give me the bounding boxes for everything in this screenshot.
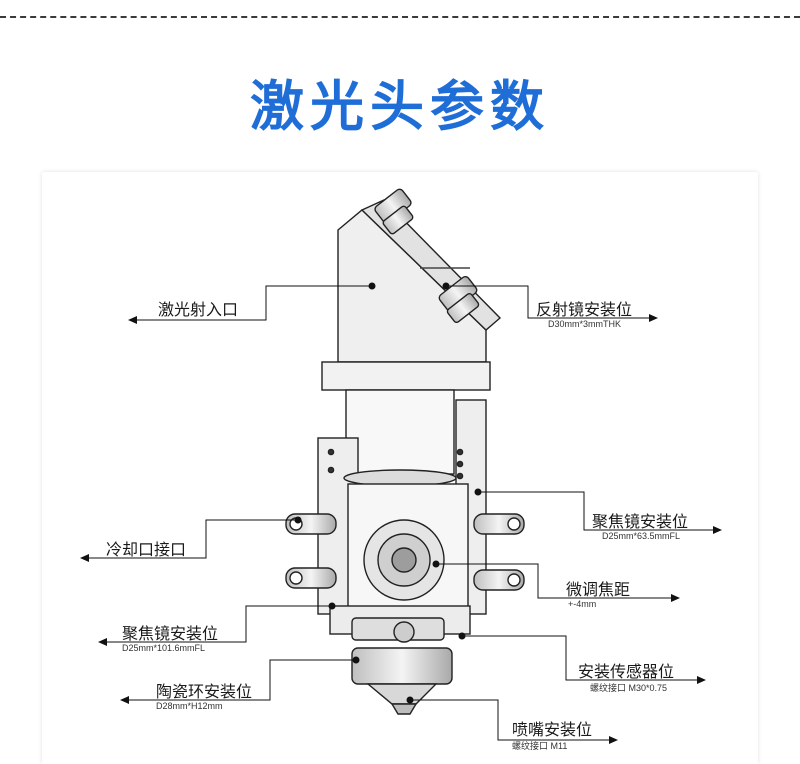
leader-dots (294, 282, 482, 704)
label-focus-mount-lower: 聚焦镜安装位 (122, 624, 219, 643)
label-mirror-mount: 反射镜安装位 (536, 300, 633, 319)
label-nozzle-mount: 喷嘴安装位 (512, 720, 593, 739)
spec-sensor-mount: 螺纹接口 M30*0.75 (590, 683, 668, 693)
page-title: 激光头参数 (250, 75, 550, 138)
spec-focus-mount-upper: D25mm*63.5mmFL (602, 531, 681, 541)
label-cooling-port: 冷却口接口 (106, 540, 187, 559)
label-sensor-mount: 安装传感器位 (578, 662, 675, 681)
label-micro-focus: 微调焦距 (566, 580, 631, 599)
leader-arrowheads (80, 314, 722, 744)
laser-head-device (285, 188, 525, 715)
spec-ceramic-ring-mount: D28mm*H12mm (156, 701, 223, 711)
label-focus-mount-upper: 聚焦镜安装位 (592, 512, 689, 531)
spec-nozzle-mount: 螺纹接口 M11 (512, 741, 568, 751)
spec-focus-mount-lower: D25mm*101.6mmFL (122, 643, 206, 653)
spec-mirror-mount: D30mm*3mmTHK (548, 319, 622, 329)
spec-micro-focus: +-4mm (568, 599, 597, 609)
label-laser-inlet: 激光射入口 (158, 300, 239, 319)
top-dashed-divider (0, 16, 800, 18)
label-ceramic-ring-mount: 陶瓷环安装位 (156, 682, 253, 701)
leader-lines (86, 285, 716, 741)
